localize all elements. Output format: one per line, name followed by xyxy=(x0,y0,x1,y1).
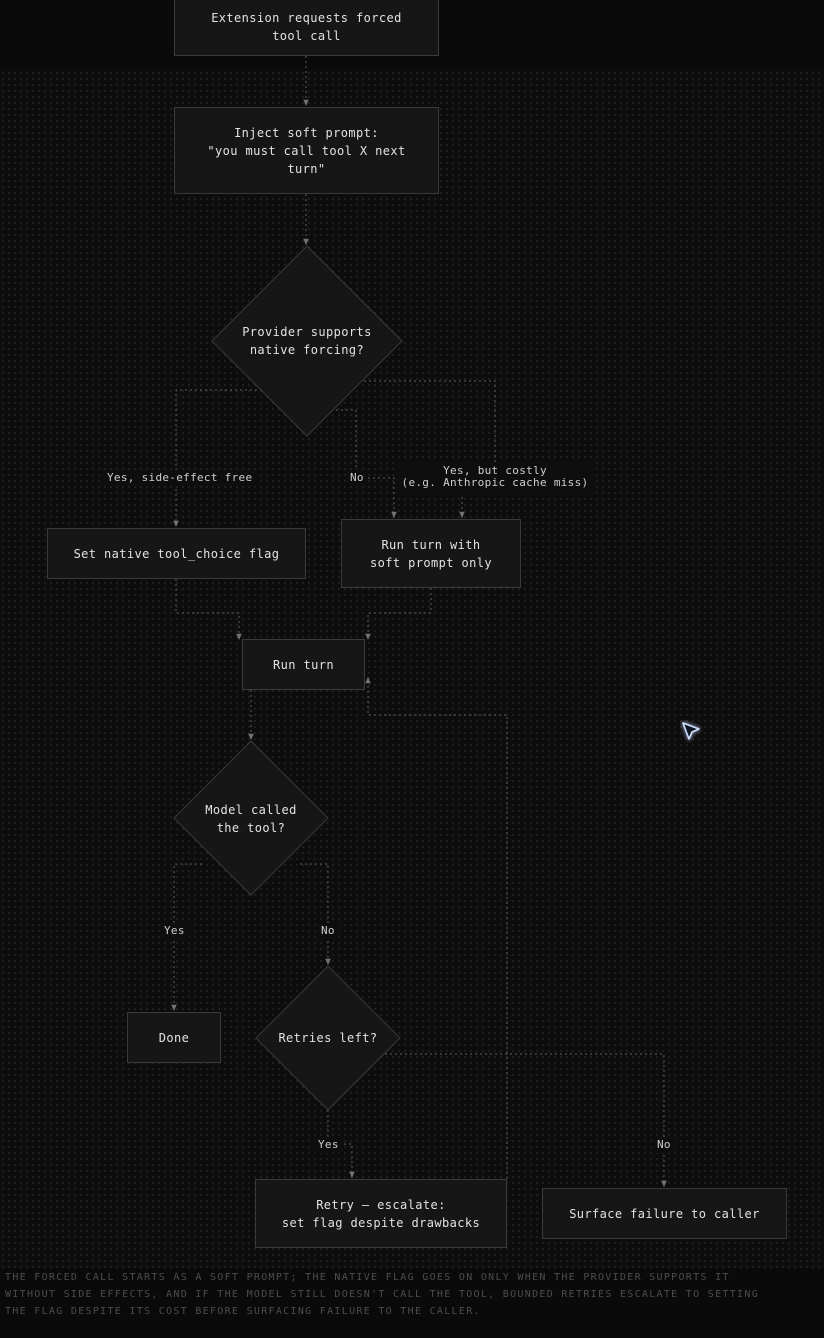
edge-provider-yes-costly xyxy=(364,380,496,518)
decision-retries-left-label: Retries left? xyxy=(278,1031,378,1045)
node-inject-soft-prompt: Inject soft prompt: "you must call tool … xyxy=(174,107,439,194)
edge-retry-loop xyxy=(365,677,508,1179)
edge-softprompt-to-runturn xyxy=(365,588,432,640)
edge-provider-no xyxy=(336,409,397,518)
node-retry-escalate: Retry — escalate: set flag despite drawb… xyxy=(255,1179,507,1248)
edge-model-yes xyxy=(171,863,202,1011)
node-soft-prompt-only: Run turn with soft prompt only xyxy=(341,519,521,588)
edge-label-yes-side-effect-free: Yes, side-effect free xyxy=(103,470,257,486)
decision-provider-supports-label: Provider supports native forcing? xyxy=(242,325,372,357)
edge-label-yes-costly: Yes, but costly (e.g. Anthropic cache mi… xyxy=(396,462,594,495)
edge-label-no-retries: No xyxy=(653,1137,675,1153)
diagram-canvas xyxy=(0,70,824,1268)
edge-retries-no xyxy=(380,1053,667,1187)
pointer-cursor-icon xyxy=(680,720,704,744)
edge-label-yes-called: Yes xyxy=(160,923,189,939)
node-extension-request: Extension requests forced tool call xyxy=(174,0,439,56)
caption-band xyxy=(0,1268,824,1338)
edge-label-no-called: No xyxy=(317,923,339,939)
edge-flag-to-runturn xyxy=(175,579,242,640)
edge-label-no-native: No xyxy=(346,470,368,486)
node-set-native-flag: Set native tool_choice flag xyxy=(47,528,306,579)
node-surface-failure: Surface failure to caller xyxy=(542,1188,787,1239)
diamond-retries-left xyxy=(255,965,401,1111)
diamond-model-called xyxy=(173,740,329,896)
node-done: Done xyxy=(127,1012,221,1063)
edge-model-no xyxy=(300,863,331,965)
edge-label-yes-retries: Yes xyxy=(314,1137,343,1153)
decision-model-called-label: Model called the tool? xyxy=(205,803,297,835)
diamond-provider-supports xyxy=(211,245,403,437)
node-run-turn: Run turn xyxy=(242,639,365,690)
edge-provider-yes-free xyxy=(173,389,262,527)
diagram-caption: The forced call starts as a soft prompt;… xyxy=(5,1272,760,1317)
